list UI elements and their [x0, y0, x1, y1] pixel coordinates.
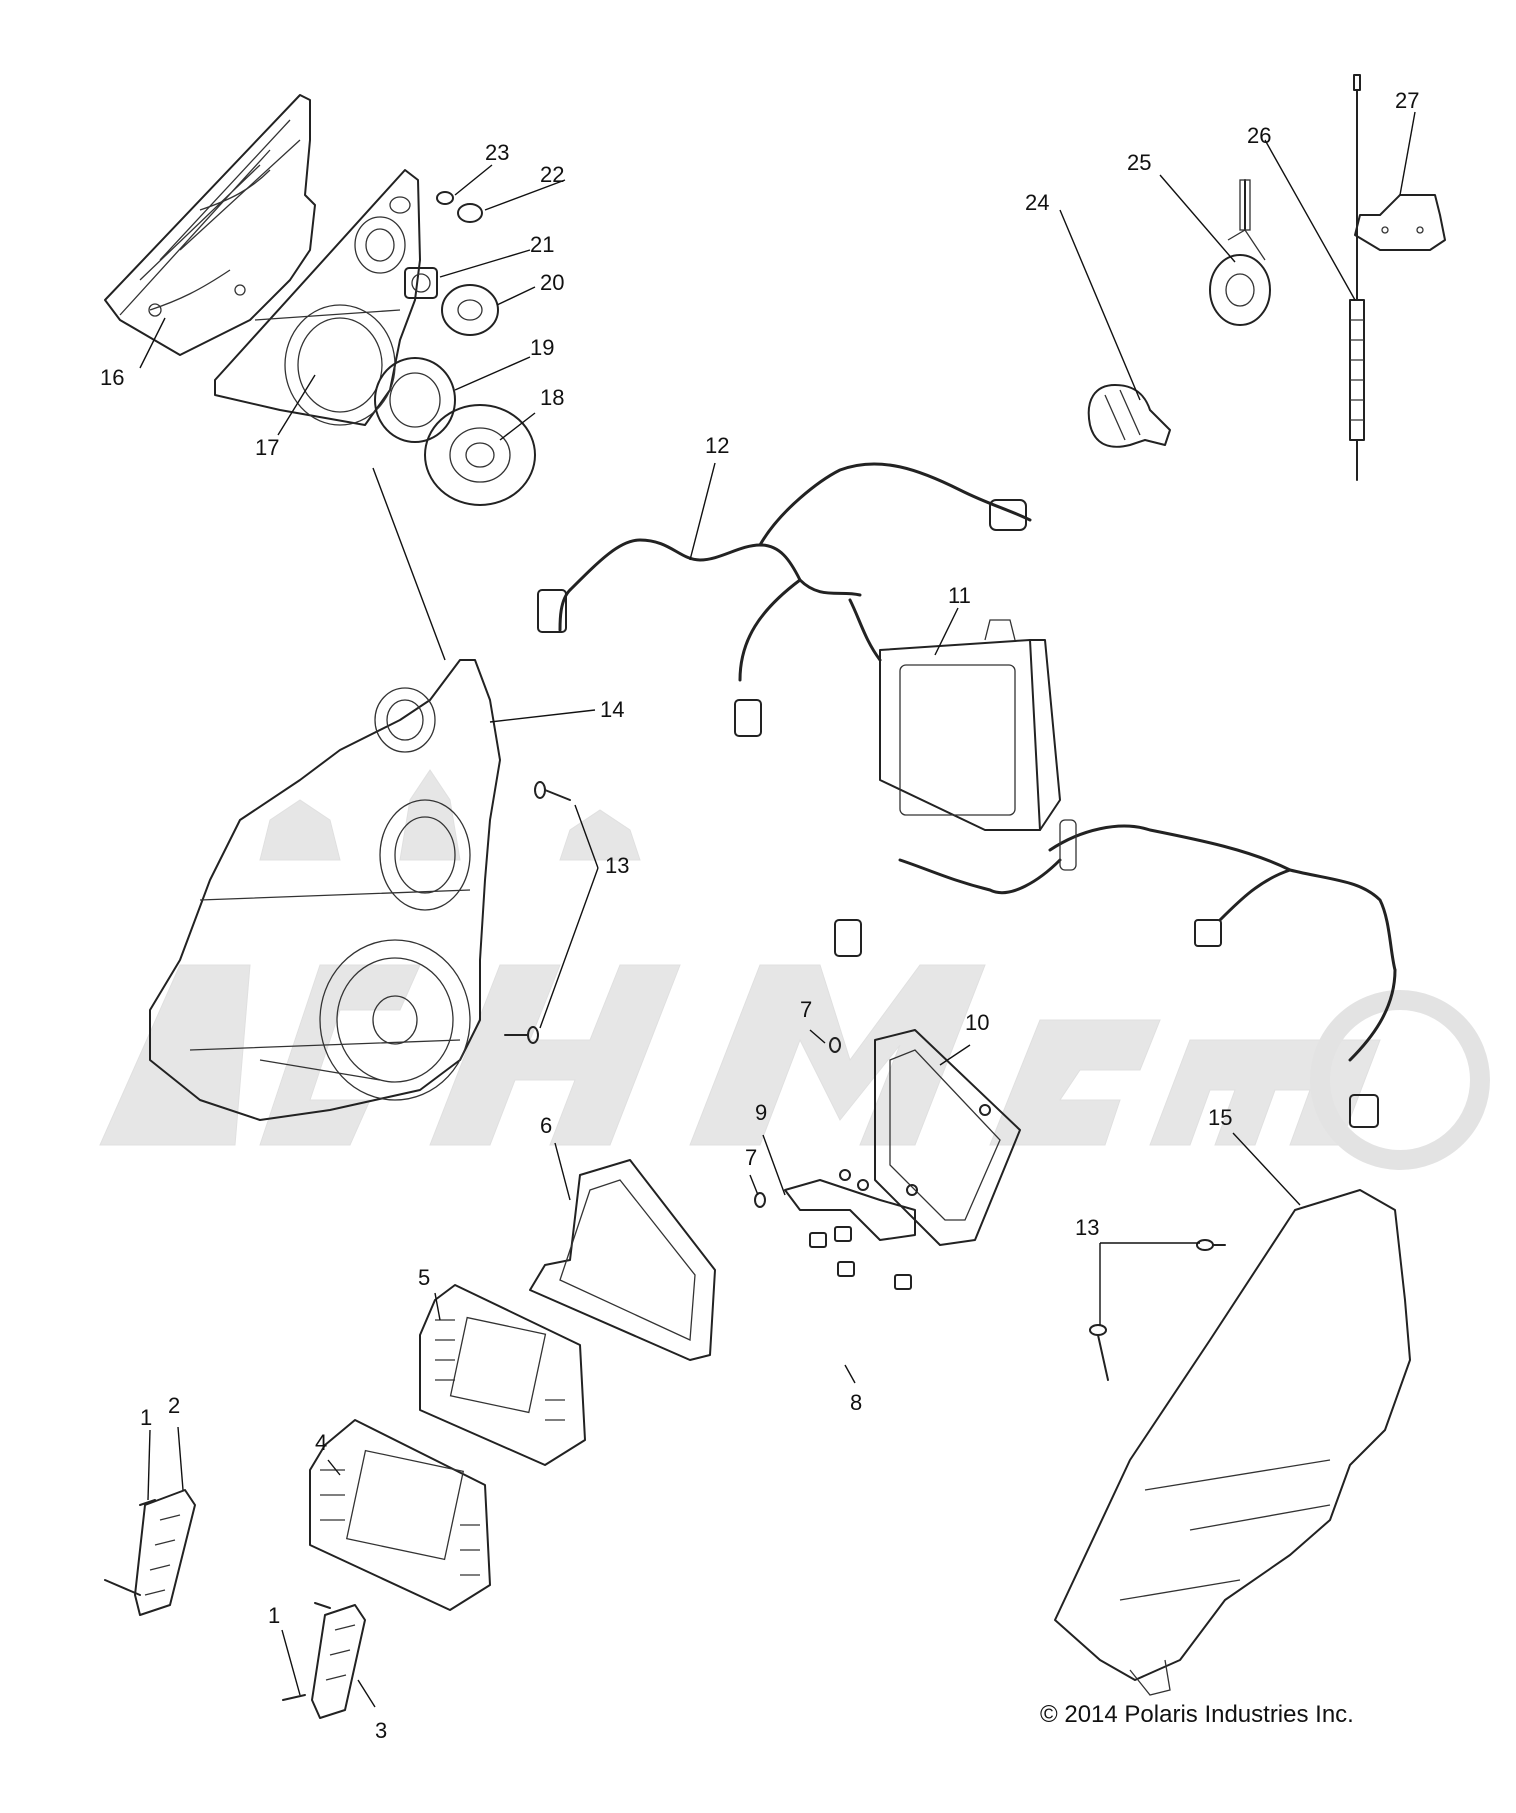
callout-16: 16: [100, 365, 124, 390]
callout-24: 24: [1025, 190, 1049, 215]
callout-11: 11: [948, 583, 971, 608]
callout-8: 8: [850, 1390, 862, 1415]
callout-labels: 16 17 18 19 20 21 22 23 24 25 26 27 12 1…: [100, 88, 1419, 1743]
part-22-cap: [457, 203, 483, 223]
callout-10: 10: [965, 1010, 989, 1035]
part-13-screw-upper: [534, 781, 571, 801]
callout-18: 18: [540, 385, 564, 410]
part-12-wire-harness: [537, 462, 1397, 1128]
callout-7-upper: 7: [800, 997, 812, 1022]
part-24-knob: [1087, 384, 1171, 448]
callout-14: 14: [600, 697, 624, 722]
callout-19: 19: [530, 335, 554, 360]
part-4-dash-panel: [309, 1419, 491, 1611]
callout-3: 3: [375, 1718, 387, 1743]
part-7-screw-upper: [829, 1037, 841, 1053]
callout-4: 4: [315, 1430, 327, 1455]
part-17-speaker-pod: [214, 169, 421, 426]
callout-12: 12: [705, 433, 729, 458]
callout-20: 20: [540, 270, 564, 295]
callout-27: 27: [1395, 88, 1419, 113]
part-23-nut: [436, 191, 454, 205]
part-2-switch-panel: [134, 1489, 196, 1616]
part-5-display: [419, 1284, 586, 1466]
callout-13-left: 13: [605, 853, 629, 878]
part-21-tweeter: [404, 267, 438, 299]
part-14-speaker-pod: [149, 659, 501, 1121]
part-16-dash-panel: [104, 94, 316, 356]
part-27-bracket: [1354, 194, 1446, 251]
leader-lines: [139, 111, 1416, 1708]
part-8-clips: [809, 1104, 991, 1290]
copyright-notice: © 2014 Polaris Industries Inc.: [1040, 1701, 1354, 1728]
callout-15: 15: [1208, 1105, 1232, 1130]
callout-21: 21: [530, 232, 554, 257]
callout-26: 26: [1247, 123, 1271, 148]
part-13-screw-lower: [504, 1026, 539, 1044]
part-10-mounting-bracket: [874, 1029, 1021, 1246]
part-18-speaker-grille: [424, 404, 536, 506]
part-3-switch-panel: [311, 1604, 366, 1719]
callout-5: 5: [418, 1265, 430, 1290]
watermark: [99, 769, 1490, 1170]
part-20-tweeter-grille: [441, 284, 499, 336]
part-1-screws: [104, 1499, 331, 1701]
part-13-screws-right: [1089, 1239, 1226, 1381]
part-19-speaker: [374, 357, 456, 443]
part-26-antenna: [1349, 74, 1365, 481]
callout-1-lower: 1: [268, 1603, 280, 1628]
callout-2: 2: [168, 1393, 180, 1418]
callout-9: 9: [755, 1100, 767, 1125]
callout-13-right: 13: [1075, 1215, 1099, 1240]
callout-7-lower: 7: [745, 1145, 757, 1170]
callout-1-upper: 1: [140, 1405, 152, 1430]
callout-6: 6: [540, 1113, 552, 1138]
part-6-display-bezel: [529, 1159, 716, 1361]
callout-23: 23: [485, 140, 509, 165]
part-7-screw-lower: [754, 1192, 766, 1208]
callout-22: 22: [540, 162, 564, 187]
part-11-amplifier: [879, 619, 1061, 831]
part-15-speaker-pod: [1054, 1189, 1411, 1696]
callout-17: 17: [255, 435, 279, 460]
part-9-bracket: [784, 1179, 916, 1241]
part-25-antenna-mount: [1209, 179, 1271, 326]
callout-25: 25: [1127, 150, 1151, 175]
